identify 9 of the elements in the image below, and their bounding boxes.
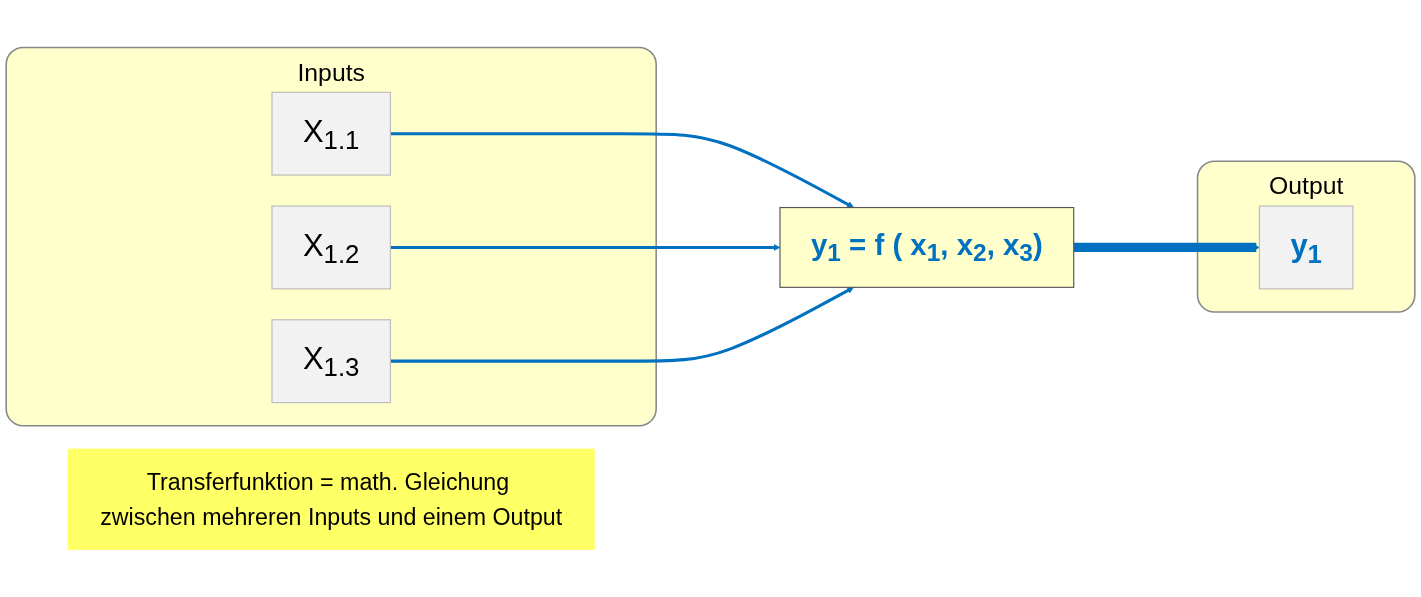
node-box: y$_{1}$ = f ( x$_{1}$, x$_{2}$, x$_{3}$) <box>779 206 1075 288</box>
node-box: Transferfunktion = math. Gleichung zwischen mehreren Inputs und einem Output <box>67 448 595 550</box>
arrow <box>390 132 854 208</box>
node-box: y$_{1}$ <box>1258 205 1354 290</box>
node-box: X$_{1.1}$ <box>271 91 391 176</box>
arrow <box>1073 242 1260 253</box>
node-box: X$_{1.3}$ <box>271 319 391 404</box>
arrow <box>390 287 854 363</box>
node-box: X$_{1.2}$ <box>271 205 391 290</box>
